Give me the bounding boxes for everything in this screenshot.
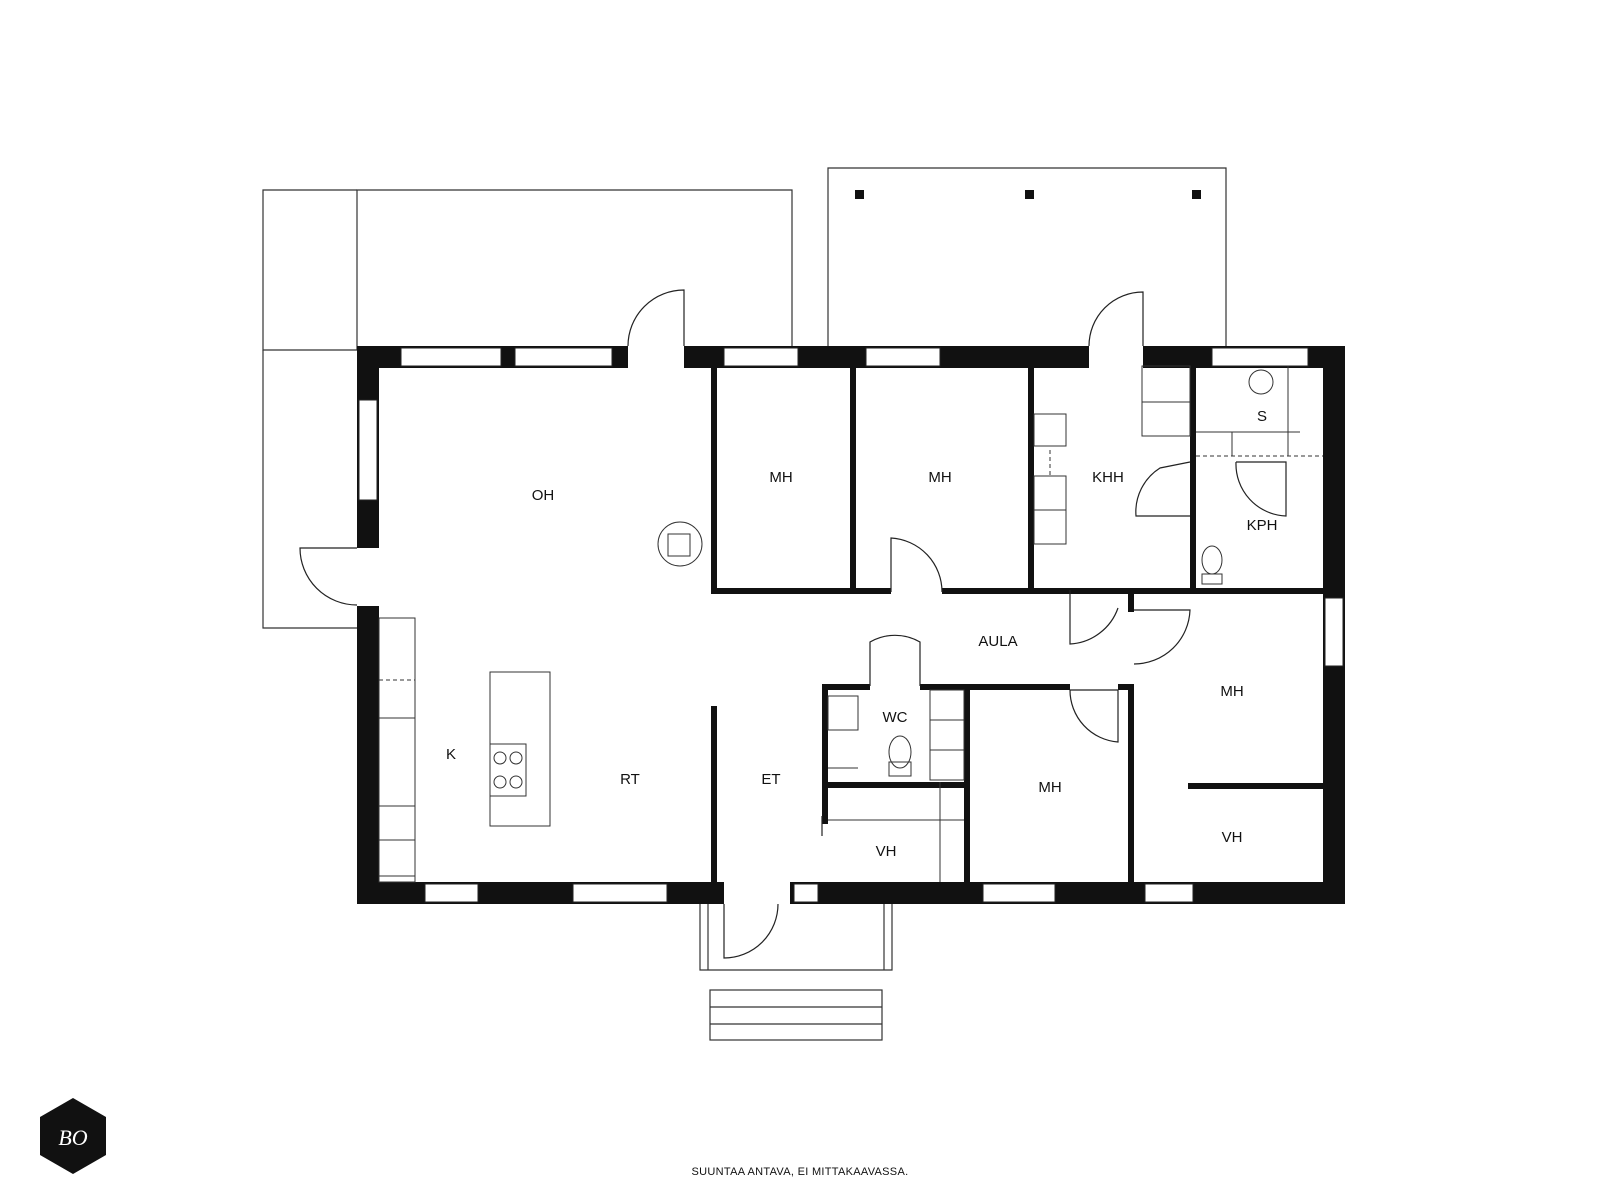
- room-label-s: S: [1257, 408, 1267, 425]
- room-label-mh1: MH: [769, 469, 792, 486]
- interior-doors: [821, 461, 1287, 836]
- room-label-kph: KPH: [1247, 517, 1278, 534]
- room-label-rt: RT: [620, 771, 640, 788]
- left-terrace-side: [262, 189, 357, 351]
- fixtures: [378, 365, 1323, 883]
- terraces: [262, 167, 1227, 1041]
- stove: [489, 743, 527, 797]
- porch: [699, 900, 893, 971]
- terrace-post: [855, 190, 864, 199]
- sauna-stove: [1248, 369, 1274, 395]
- utility-sink: [1033, 413, 1067, 447]
- left-terrace-bottom: [262, 350, 357, 629]
- room-label-oh: OH: [532, 487, 555, 504]
- door-gaps: [357, 346, 1143, 904]
- bo-logo: BO: [40, 1098, 106, 1174]
- room-label-vh1: VH: [876, 843, 897, 860]
- room-label-khh: KHH: [1092, 469, 1124, 486]
- terrace-post: [1025, 190, 1034, 199]
- room-label-mh4: MH: [1220, 683, 1243, 700]
- toilet: [1201, 545, 1223, 575]
- room-label-wc: WC: [883, 709, 908, 726]
- windows: [358, 347, 1344, 903]
- room-label-mh2: MH: [928, 469, 951, 486]
- room-label-k: K: [446, 746, 456, 763]
- terrace-post: [1192, 190, 1201, 199]
- footer-note: SUUNTAA ANTAVA, EI MITTAKAAVASSA.: [691, 1166, 909, 1178]
- room-label-et: ET: [761, 771, 780, 788]
- room-label-vh2: VH: [1222, 829, 1243, 846]
- kitchen-island: [489, 671, 551, 827]
- top-terrace: [827, 167, 1227, 350]
- left-terrace: [356, 189, 793, 350]
- exterior-doors: [299, 289, 1144, 959]
- room-labels: OH MH MH KHH S KPH AULA WC K RT ET VH MH…: [446, 408, 1277, 860]
- interior-walls: [711, 366, 1328, 884]
- room-label-mh3: MH: [1038, 779, 1061, 796]
- steps: [709, 989, 883, 1041]
- room-label-aula: AULA: [978, 633, 1017, 650]
- wc-toilet: [888, 735, 912, 769]
- logo-text: BO: [58, 1125, 87, 1150]
- kitchen-counter: [378, 617, 416, 883]
- wc-sink: [827, 695, 859, 731]
- fireplace: [657, 521, 703, 567]
